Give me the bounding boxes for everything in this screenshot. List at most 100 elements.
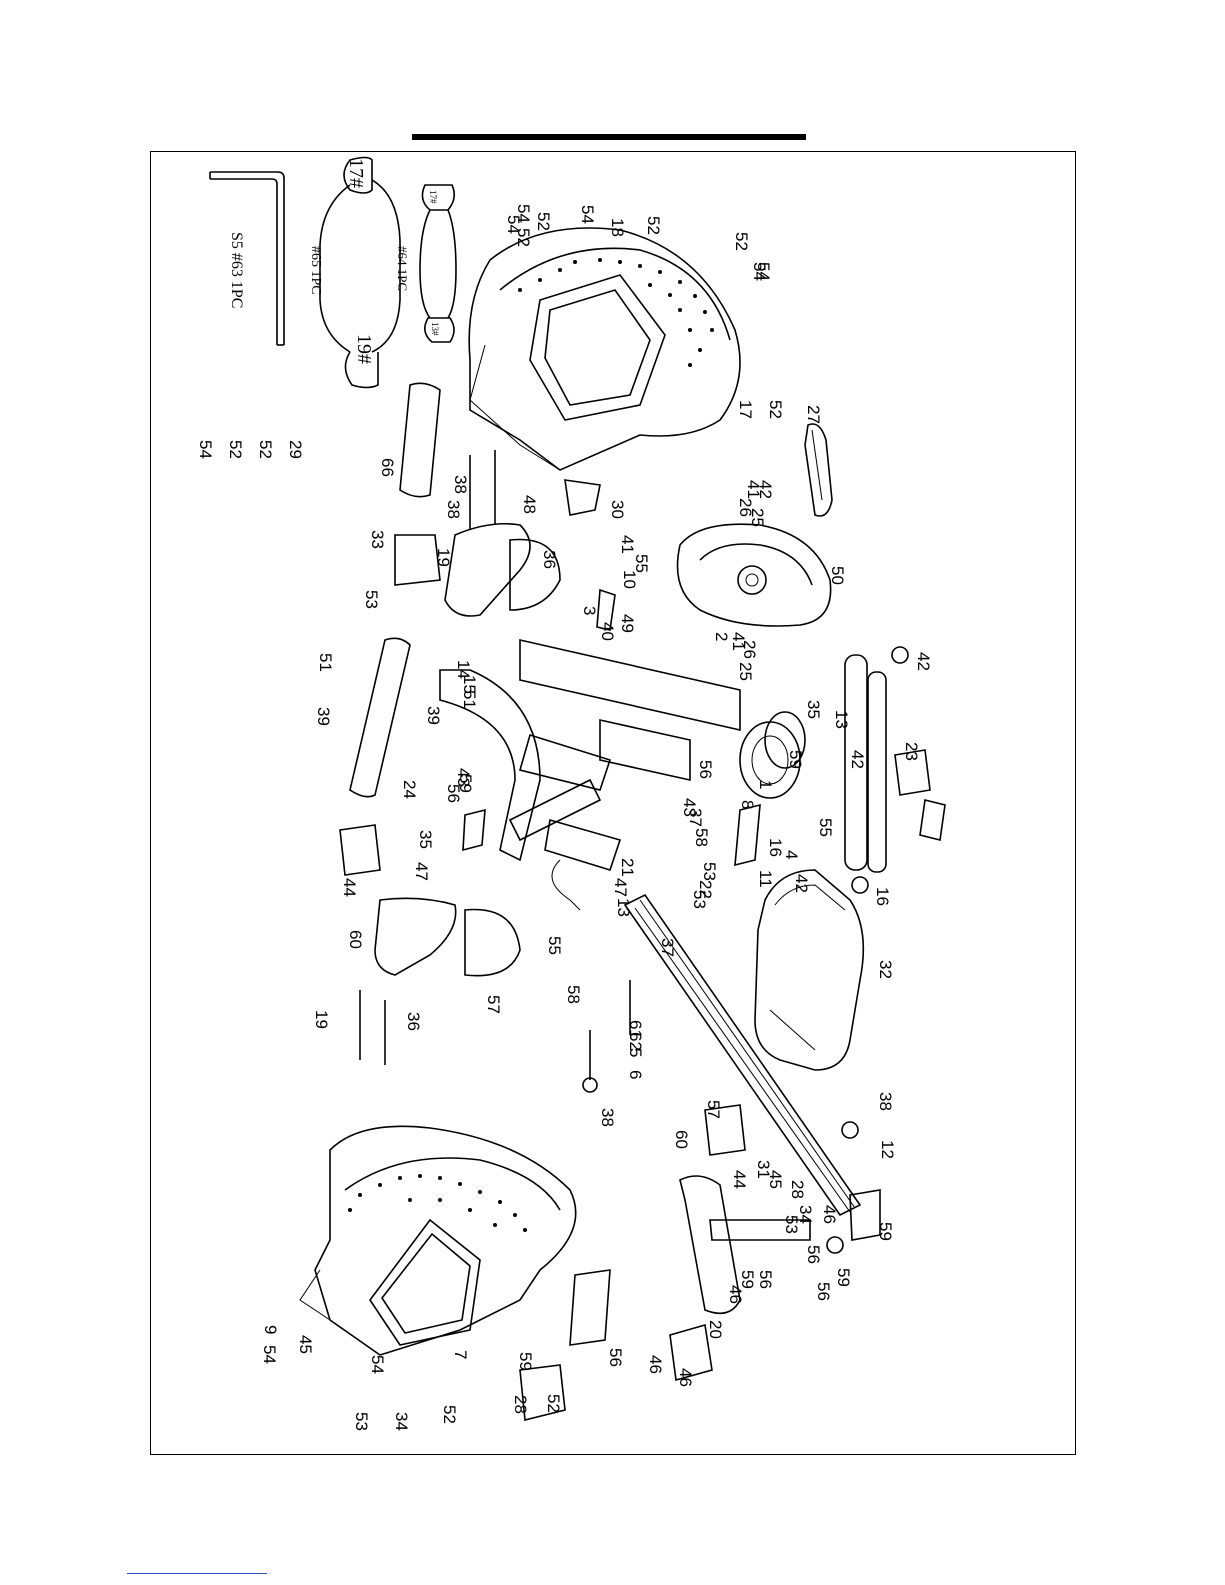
callout-label: 25 [736,662,755,681]
callout-label: 39 [314,707,333,726]
callout-label: 32 [876,960,895,979]
callout-label: 34 [392,1412,411,1431]
callout-label: 9 [261,1325,280,1334]
callout-label: 55 [632,554,651,573]
callout-label: 29 [286,440,305,459]
footer-link-rule [127,1573,267,1574]
flywheel-part-1 [739,711,806,799]
callout-label: 41 [729,632,748,651]
callout-label: 38 [444,500,463,519]
top-side-cover-part-18 [468,227,741,471]
callout-label: 36 [404,1012,423,1031]
callout-label: 59 [456,774,475,793]
callout-label: 61 [626,1020,645,1039]
callout-label: 62 [626,1032,645,1051]
callout-label: 52 [732,232,751,251]
callout-label: 52 [514,228,533,247]
callout-label: 56 [606,1348,625,1367]
callout-label: 52 [256,440,275,459]
bolts-part-38-top [469,450,496,530]
callout-label: 10 [620,570,639,589]
callout-label: 51 [460,690,479,709]
callout-label: 54 [368,1355,387,1374]
callout-label: 35 [416,830,435,849]
callout-label: 54 [578,205,597,224]
callout-label: 15 [460,675,479,694]
callout-label: 60 [346,930,365,949]
pedal-part-19-bottom [374,897,457,976]
callout-label: 19 [434,548,453,567]
callout-label: 53 [782,1215,801,1234]
callout-label: 49 [618,614,637,633]
callout-label: 40 [598,622,617,641]
rear-tube-part-24 [349,637,411,798]
pedal-part-19-top [444,522,531,617]
callout-label: 14 [454,660,473,679]
callout-label: 30 [608,500,627,519]
callout-label: 25 [748,508,767,527]
callout-label: 23 [902,742,921,761]
callout-label: 56 [814,1282,833,1301]
callout-label: 53 [700,862,719,881]
callout-label: 12 [878,1140,897,1159]
callout-label: 48 [520,495,539,514]
callout-label: 54 [260,1345,279,1364]
bolt-part-31 [582,1030,598,1093]
callout-label: 28 [788,1180,807,1199]
callout-label: 47 [412,862,431,881]
callout-label: 52 [440,1405,459,1424]
callout-label: 54 [514,204,533,223]
seat-part-6 [754,869,865,1071]
pedal-cover-part-36-top [509,538,561,611]
callout-label: 42 [756,480,775,499]
callout-label: 59 [738,1270,757,1289]
callout-label: 43 [680,798,699,817]
rail-bracket-part-21 [734,803,761,867]
callout-label: 66 [378,458,397,477]
callout-label: 46 [820,1205,839,1224]
callout-label: 54 [196,440,215,459]
callout-label: 21 [618,858,637,877]
callout-label: 41 [744,480,763,499]
callout-label: 38 [451,475,470,494]
callout-label: 59 [876,1222,895,1241]
callout-label: 42 [914,652,933,671]
callout-label: 11 [756,870,775,888]
callout-label: 39 [424,706,443,725]
drive-belt-part-27 [804,423,833,517]
foot-pedal-part-7 [569,1269,611,1346]
callout-label: 52 [544,1394,563,1413]
callout-label: 35 [804,700,823,719]
callout-label: 59 [834,1268,853,1287]
callout-label: 38 [598,1108,617,1127]
small-wrench-end-b: 13# [430,322,440,336]
callout-label: 8 [738,800,757,809]
callout-label: 4 [782,850,801,859]
main-frame-part-8 [439,638,741,911]
callout-label: 46 [726,1285,745,1304]
callout-label: 47 [611,878,630,897]
callout-label: 3 [580,606,599,615]
rear-stabilizer-part-9 [679,1175,811,1315]
callout-label: 54 [750,262,769,281]
callout-label: 42 [848,750,867,769]
callout-label: 26 [736,498,755,517]
bracket-part-3 [596,588,616,631]
bolts-part-38-bottom [359,990,386,1065]
callout-label: 56 [696,760,715,779]
callout-label: 13 [832,710,851,729]
callout-label: 2 [712,632,731,641]
pedal-cover-part-36-bottom [464,908,521,977]
callout-label: 31 [754,1160,773,1179]
small-wrench-icon [419,184,457,343]
hex-key-icon [209,171,285,346]
large-wrench-end-b: 19# [353,334,375,364]
end-cap-part-33 [394,534,441,586]
small-wrench-label: #64 1PC [395,246,410,291]
callout-label: 19 [312,1010,331,1029]
slide-rail-part-5 [623,893,862,1217]
bottom-side-cover-part-17 [299,1125,577,1356]
callout-label: 44 [730,1170,749,1189]
front-tube-part-66 [399,382,441,498]
